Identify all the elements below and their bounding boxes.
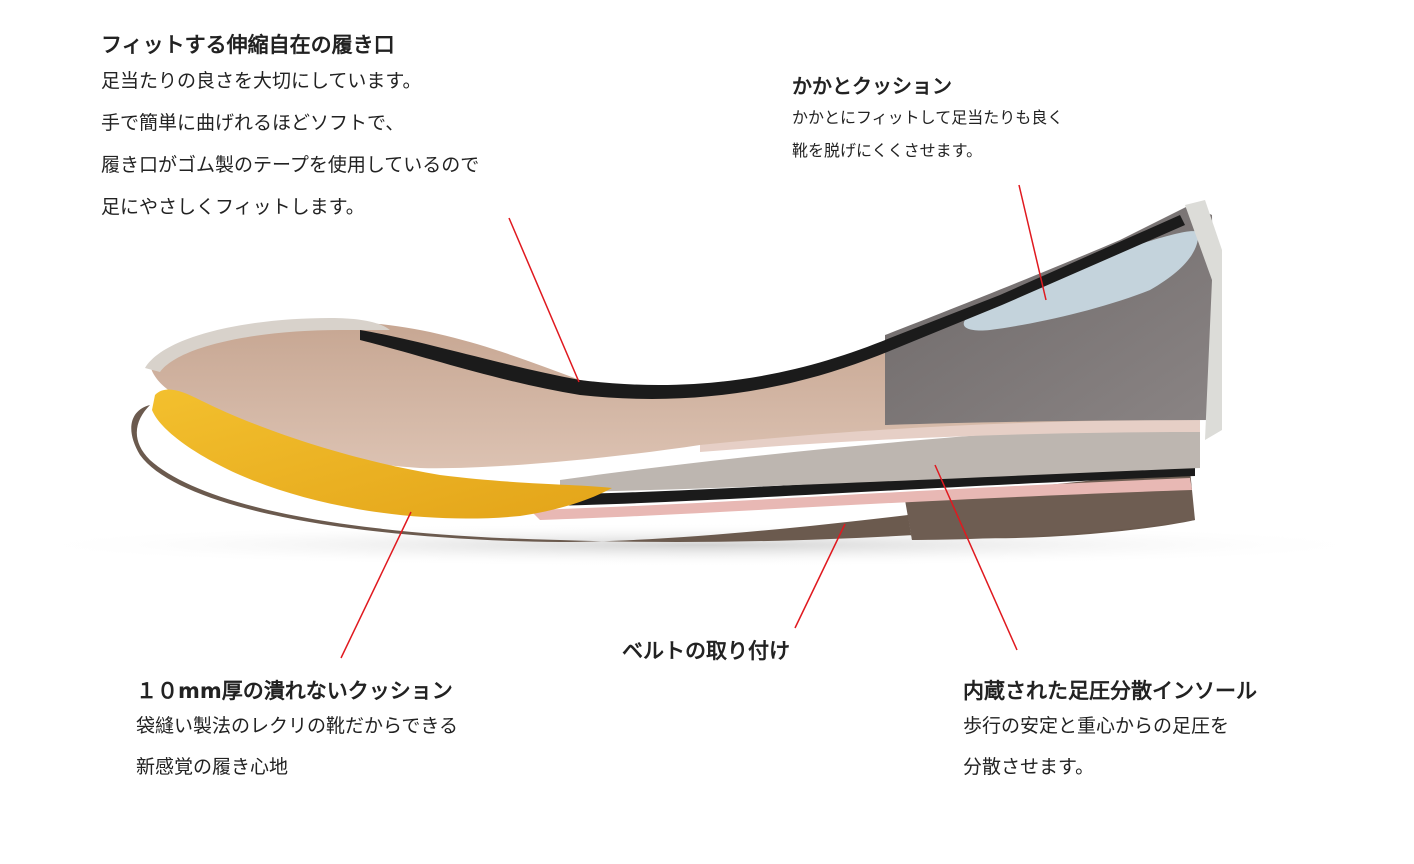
callout-cushion-line: 袋縫い製法のレクリの靴だからできる [136,715,459,737]
callout-insole-title: 内蔵された足圧分散インソール [963,679,1257,703]
callout-belt-title: ベルトの取り付け [622,639,790,663]
callout-heel: かかとクッション かかとにフィットして足当たりも良く 靴を脱げにくくさせます。 [792,71,1063,167]
callout-insole-line: 分散させます。 [963,756,1095,778]
leader-line-cushion [340,511,412,659]
heel-edge [1185,200,1222,440]
leader-line-heel [1018,184,1047,301]
callout-opening-line: 足にやさしくフィットします。 [101,196,365,218]
callout-cushion: １０mm厚の潰れないクッション 袋縫い製法のレクリの靴だからできる 新感覚の履き… [136,676,458,788]
callout-heel-line: 靴を脱げにくくさせます。 [792,141,983,160]
board-layer [540,465,1195,506]
upper-edge [145,318,390,372]
callout-opening-line: 足当たりの良さを大切にしています。 [101,70,422,92]
pressure-insole-top [700,420,1200,452]
pressure-insole [560,425,1200,492]
toe-cushion [152,389,612,519]
heel-cushion-pad [963,231,1199,331]
leader-line-belt [794,523,846,629]
callout-cushion-line: 新感覚の履き心地 [136,756,289,778]
leader-line-opening [508,217,580,383]
callout-heel-line: かかとにフィットして足当たりも良く [792,108,1064,127]
callout-opening-title: フィットする伸縮自在の履き口 [101,33,395,57]
callout-opening: フィットする伸縮自在の履き口 足当たりの良さを大切にしています。 手で簡単に曲げ… [101,30,479,228]
callout-heel-title: かかとクッション [792,74,952,98]
pink-insole-layer [530,478,1192,520]
callout-insole-line: 歩行の安定と重心からの足圧を [963,715,1230,737]
callout-insole: 内蔵された足圧分散インソール 歩行の安定と重心からの足圧を 分散させます。 [963,676,1257,788]
callout-belt: ベルトの取り付け [622,636,790,666]
leader-line-insole [934,464,1018,651]
callout-cushion-title: １０mm厚の潰れないクッション [136,679,453,703]
callout-opening-line: 履き口がゴム製のテープを使用しているので [101,154,480,176]
callout-opening-line: 手で簡単に曲げれるほどソフトで、 [101,112,405,134]
